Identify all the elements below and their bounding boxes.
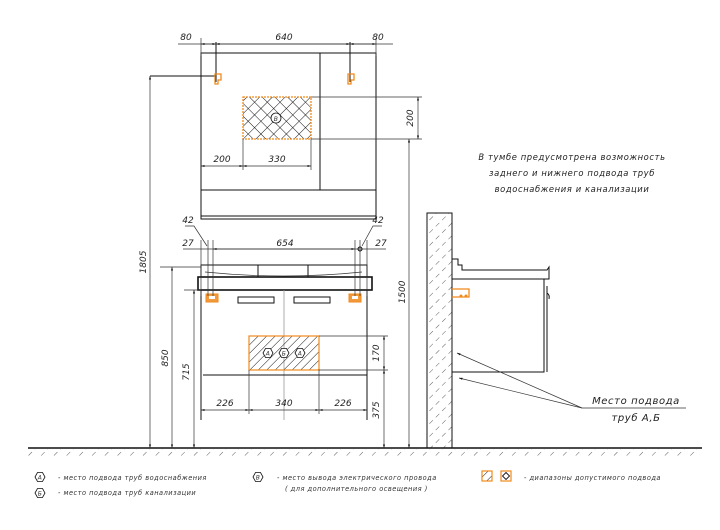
dim-80-left: 80 xyxy=(180,33,192,43)
note-line1: В тумбе предусмотрена возможность xyxy=(478,152,665,162)
dim-heights: 850 715 xyxy=(160,266,201,448)
dim-226-left: 226 xyxy=(216,399,233,409)
marker-a-left: А xyxy=(262,348,274,358)
dim-1805-label: 1805 xyxy=(139,250,149,273)
dim-1500-label: 1500 xyxy=(398,280,408,303)
dim-42-right: 42 xyxy=(372,216,384,226)
dim-226-right: 226 xyxy=(334,399,351,409)
dim-654: 654 xyxy=(276,239,293,249)
legend: А - место подвода труб водоснабжения Б -… xyxy=(34,470,661,498)
legend-text-b: - место подвода труб канализации xyxy=(58,489,196,497)
legend-text-v: - место вывода электрического провода xyxy=(277,474,437,482)
dim-1805: 1805 xyxy=(139,76,152,448)
dim-zone-vertical: 170 375 xyxy=(319,335,388,448)
dim-375: 375 xyxy=(372,401,382,418)
vanity-side xyxy=(451,258,550,373)
legend-item-zones: - диапазоны допустимого подвода xyxy=(481,470,661,482)
marker-b: Б xyxy=(278,348,290,358)
cabinet-note: В тумбе предусмотрена возможность заднег… xyxy=(478,152,665,194)
legend-text-a: - место подвода труб водоснабжения xyxy=(58,474,207,482)
dim-basin: 42 27 654 42 27 xyxy=(182,216,387,296)
legend-text-v2: ( для дополнительного освещения ) xyxy=(285,485,428,493)
crosshatch-zone-icon xyxy=(500,470,512,482)
legend-text-zones: - диапазоны допустимого подвода xyxy=(524,474,661,482)
electric-zone-crosshatch: В xyxy=(242,96,312,140)
callout-line2: труб А,Б xyxy=(611,412,660,424)
callout-line1: Место подвода xyxy=(592,396,680,407)
svg-text:А: А xyxy=(297,351,303,358)
mirror-bracket-left-icon xyxy=(214,73,222,85)
wall-section xyxy=(426,212,453,449)
dim-715: 715 xyxy=(182,363,192,380)
pipe-zone-hatch: А Б А xyxy=(248,335,320,371)
svg-text:В: В xyxy=(256,475,261,482)
dim-27-right: 27 xyxy=(375,239,387,249)
note-line2: заднего и нижнего подвода труб xyxy=(489,168,655,178)
legend-item-a: А - место подвода труб водоснабжения xyxy=(34,472,207,482)
legend-item-b: Б - место подвода труб канализации xyxy=(34,488,196,498)
dim-80-right: 80 xyxy=(372,33,384,43)
svg-text:А: А xyxy=(37,475,43,482)
note-line3: водоснабжения и канализации xyxy=(495,184,650,194)
dim-200-height: 200 xyxy=(406,109,416,126)
svg-text:Б: Б xyxy=(38,491,43,498)
marker-v: В xyxy=(274,116,279,123)
dim-zone-horizontal: 226 340 226 xyxy=(201,370,367,414)
basin-connector-left-icon xyxy=(205,293,219,303)
dim-top: 80 640 80 xyxy=(178,33,393,56)
mirror-bracket-right-icon xyxy=(347,73,355,85)
dim-640: 640 xyxy=(275,33,292,43)
mirror-cabinet xyxy=(150,42,377,220)
dim-mirror-zone: 200 330 200 xyxy=(201,96,422,170)
svg-text:А: А xyxy=(265,351,271,358)
dim-42-left: 42 xyxy=(182,216,194,226)
vanity-front xyxy=(197,264,373,420)
svg-text:Б: Б xyxy=(282,351,287,358)
dim-850: 850 xyxy=(161,349,171,366)
dim-330: 330 xyxy=(268,155,285,165)
floor xyxy=(28,447,702,458)
dim-1500: 1500 xyxy=(398,139,411,448)
callout-pipes: Место подвода труб А,Б xyxy=(456,352,686,424)
legend-item-v: В - место вывода электрического провода … xyxy=(252,472,437,493)
dim-27-left: 27 xyxy=(182,239,194,249)
hatch-zone-icon xyxy=(481,470,493,482)
dim-340: 340 xyxy=(275,399,292,409)
marker-a-right: А xyxy=(294,348,306,358)
dim-170: 170 xyxy=(372,344,382,361)
dim-200-offset: 200 xyxy=(213,155,230,165)
